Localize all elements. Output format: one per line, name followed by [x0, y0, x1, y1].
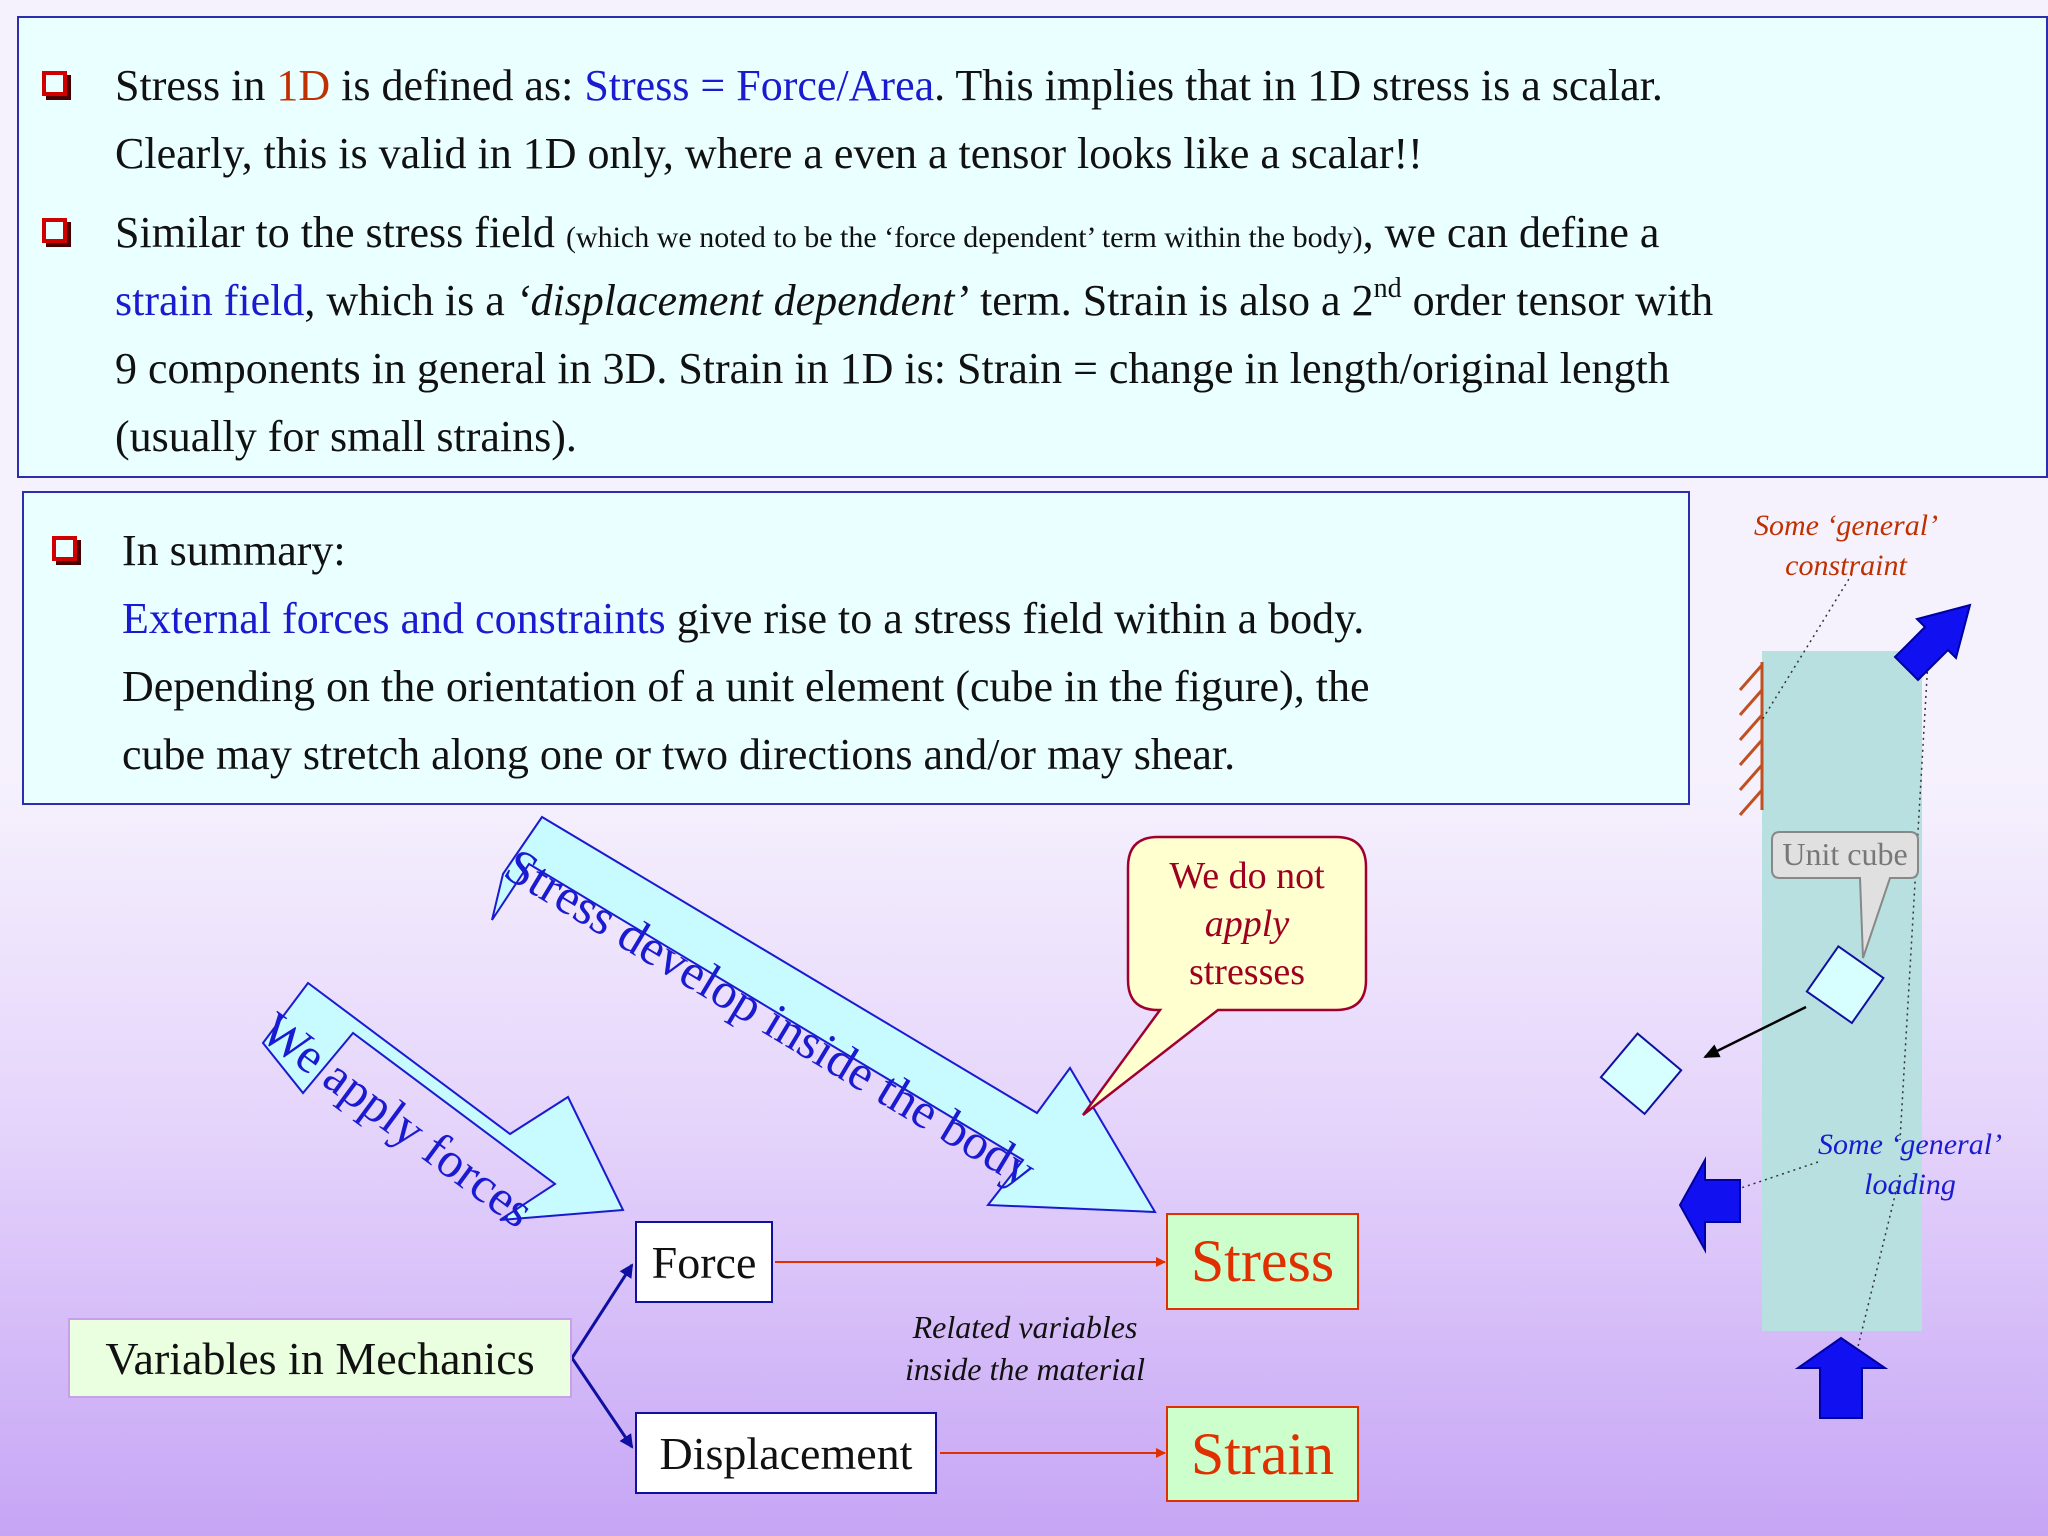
- loading-line-1: Some ‘general’: [1817, 1128, 2003, 1161]
- displacement-box: Displacement: [635, 1412, 937, 1494]
- text-note: (which we noted to be the ‘force depende…: [565, 221, 1363, 254]
- unit-cube-callout: [1771, 831, 1919, 959]
- loading-line-2: loading: [1864, 1168, 1956, 1201]
- callout-bubble: [1081, 835, 1368, 1116]
- force-label: Force: [651, 1236, 757, 1288]
- stress-box: Stress: [1166, 1213, 1359, 1310]
- unit-cube-label: Unit cube: [1782, 836, 1908, 872]
- root-to-displacement-connector: [570, 1357, 634, 1449]
- checkbox-bullet-icon: [42, 218, 67, 243]
- callout-line-1: We do not: [1169, 855, 1325, 897]
- force-box: Force: [635, 1221, 773, 1303]
- related-line-2: inside the material: [905, 1351, 1145, 1387]
- text-line: Depending on the orientation of a unit e…: [122, 662, 1370, 711]
- checkbox-bullet-icon: [42, 71, 67, 96]
- loading-leader-1: [1734, 1161, 1819, 1191]
- constraint-leader: [1761, 573, 1853, 721]
- unit-cube-extracted: [1599, 1032, 1683, 1116]
- root-label: Variables in Mechanics: [105, 1332, 535, 1384]
- strain-label: Strain: [1190, 1420, 1335, 1487]
- loading-leader-3: [1899, 659, 1929, 1141]
- related-line-1: Related variables: [912, 1309, 1138, 1345]
- text-line: Clearly, this is valid in 1D only, where…: [115, 129, 1423, 178]
- text-line: In summary:: [122, 526, 346, 575]
- load-arrow-up: [1794, 1336, 1889, 1419]
- strain-box: Strain: [1166, 1406, 1359, 1502]
- text: give rise to a stress field within a bod…: [665, 594, 1365, 643]
- text: Stress in: [115, 61, 277, 110]
- related-variables-note: Related variables inside the material: [870, 1306, 1180, 1390]
- loading-label: Some ‘general’ loading: [1780, 1125, 2040, 1205]
- load-arrow-diagonal: [1893, 603, 1972, 682]
- text: is defined as:: [330, 61, 585, 110]
- stress-label: Stress: [1190, 1228, 1335, 1294]
- load-arrow-left: [1678, 1156, 1741, 1254]
- constraint-line-2: constraint: [1785, 549, 1907, 582]
- summary-box: In summary: External forces and constrai…: [22, 491, 1690, 805]
- callout-text: We do not apply stresses: [1128, 852, 1366, 996]
- text: order tensor with: [1401, 276, 1714, 325]
- text-stress-formula: Stress = Force/Area: [584, 61, 935, 110]
- variables-in-mechanics-box: Variables in Mechanics: [68, 1318, 572, 1398]
- callout-line-3: stresses: [1188, 951, 1306, 993]
- text-line: 9 components in general in 3D. Strain in…: [115, 344, 1670, 393]
- text-strain-field: strain field: [115, 276, 305, 325]
- loading-leader-2: [1841, 1174, 1901, 1413]
- text: Similar to the stress field: [115, 208, 566, 257]
- superscript: nd: [1373, 273, 1402, 304]
- text-line: cube may stretch along one or two direct…: [122, 730, 1236, 779]
- text: , we can define a: [1362, 208, 1660, 257]
- displacement-label: Displacement: [659, 1427, 913, 1479]
- apply-forces-arrow: [261, 981, 625, 1221]
- constraint-line-1: Some ‘general’: [1753, 509, 1939, 542]
- text: term. Strain is also a 2: [969, 276, 1374, 325]
- text-displacement-dependent: ‘displacement dependent’: [515, 276, 970, 325]
- text: , which is a: [304, 276, 516, 325]
- text-external-forces: External forces and constraints: [122, 594, 666, 643]
- text: . This implies that in 1D stress is a sc…: [934, 61, 1663, 110]
- constraint-label: Some ‘general’ constraint: [1716, 506, 1976, 586]
- text-line: (usually for small strains).: [115, 412, 577, 461]
- unit-cube-in-body: [1805, 945, 1885, 1025]
- stress-develop-arrow: [491, 815, 1157, 1214]
- definition-box: Stress in 1D is defined as: Stress = For…: [17, 16, 2048, 478]
- text-1d: 1D: [276, 61, 331, 110]
- constraint-hatching: [1738, 664, 1764, 816]
- extract-arrow: [1703, 1005, 1807, 1059]
- root-to-force-connector: [570, 1263, 634, 1359]
- callout-line-2: apply: [1204, 903, 1290, 945]
- checkbox-bullet-icon: [52, 536, 77, 561]
